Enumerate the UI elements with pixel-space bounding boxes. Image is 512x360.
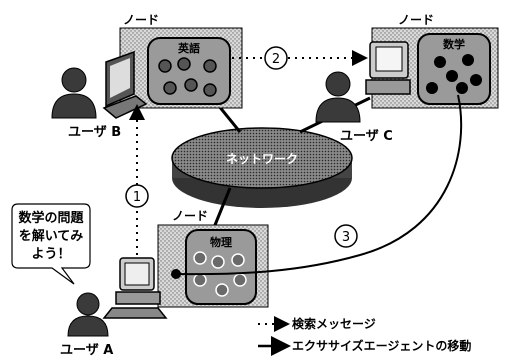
node-english-subject: 英語 [177,41,200,55]
user-c-figure [315,71,361,123]
user-b-figure [51,67,97,119]
legend: 検索メッセージ エクササイズエージェントの移動 [258,316,471,356]
exercise-agents [158,57,217,97]
svg-text:2: 2 [272,52,280,67]
step-marker-2: 2 [264,46,288,70]
node-math-label: ノード [398,13,434,27]
step-marker-3: 3 [334,224,358,248]
node-english: ノード 英語 [119,13,243,109]
network-disk: ネットワーク [171,127,353,208]
agent-migration-path [174,94,463,276]
node-physics-label: ノード [172,209,208,223]
legend-search-message: 検索メッセージ [292,316,376,331]
exercise-agents [193,251,247,297]
laptop-icon [102,50,148,119]
user-b-label: ユーザ B [68,125,121,140]
speech-bubble-line3: よう！ [31,247,70,262]
user-a-label: ユーザ A [60,343,113,358]
svg-text:1: 1 [133,190,141,205]
speech-bubble: 数学の問題 を解いてみ よう！ [11,203,91,285]
node-english-label: ノード [123,13,159,27]
user-c-label: ユーザ C [340,129,393,144]
desktop-computer-icon [102,257,168,319]
legend-agent-move: エクササイズエージェントの移動 [292,338,471,353]
svg-text:3: 3 [342,230,350,245]
desktop-computer-icon [365,41,411,95]
node-physics-subject: 物理 [210,235,232,249]
network-label: ネットワーク [226,152,298,166]
user-a-figure [67,292,109,337]
exercise-agents [426,54,482,94]
speech-bubble-line2: を解いてみ [19,228,84,244]
speech-bubble-line1: 数学の問題 [18,210,84,226]
step-marker-1: 1 [125,184,149,208]
node-physics: ノード 物理 [157,209,269,308]
node-math-subject: 数学 [443,37,465,51]
